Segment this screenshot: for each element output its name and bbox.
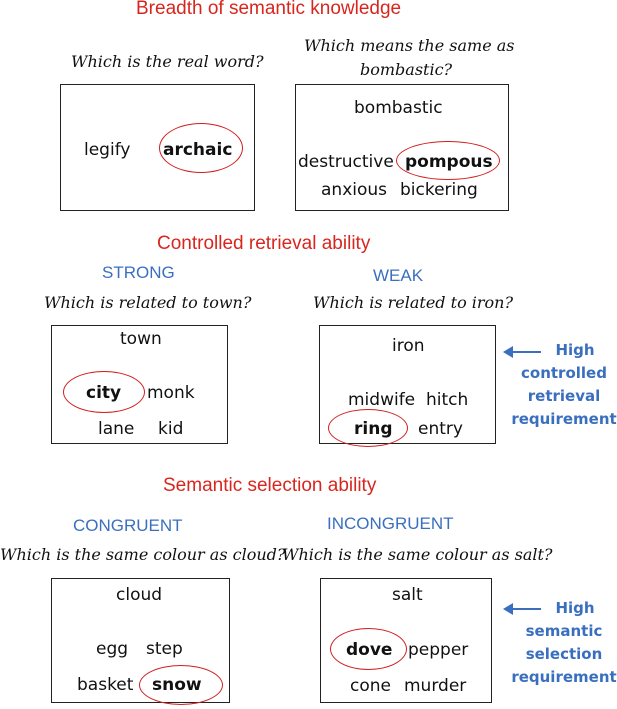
trial-box-weak: iron midwife hitch ring entry: [319, 325, 496, 447]
answer-circle: [63, 371, 145, 413]
word-option: legify: [84, 140, 131, 160]
note-semantic-selection: High semantic selection requirement: [508, 597, 617, 689]
word-option: lane: [98, 419, 135, 439]
condition-label-weak: WEAK: [373, 266, 424, 285]
word-option: basket: [77, 675, 134, 695]
word-option: step: [146, 639, 183, 659]
answer-circle: [328, 409, 408, 447]
section-title-controlled: Controlled retrieval ability: [157, 233, 371, 254]
note-line: requirement: [511, 410, 617, 428]
word-option: entry: [418, 419, 463, 439]
answer-circle: [330, 628, 407, 670]
trial-box-incongruent: salt dove pepper cone murder: [320, 578, 492, 703]
question-same-meaning-line1: Which means the same as: [304, 36, 515, 55]
question-related-town: Which is related to town?: [44, 293, 252, 312]
probe-word: town: [120, 329, 162, 349]
section-title-breadth: Breadth of semantic knowledge: [136, 0, 402, 19]
note-line: High: [555, 599, 595, 617]
section-title-selection: Semantic selection ability: [163, 475, 377, 496]
note-line: High: [555, 341, 595, 359]
note-line: selection: [525, 645, 603, 663]
note-line: retrieval: [527, 387, 601, 405]
word-option: anxious: [321, 180, 388, 200]
condition-label-strong: STRONG: [102, 263, 175, 282]
trial-box-strong: town city monk lane kid: [51, 325, 228, 444]
word-option: cone: [350, 676, 391, 696]
note-line: requirement: [511, 668, 617, 686]
question-same-meaning-line2: bombastic?: [360, 60, 453, 79]
condition-label-incongruent: INCONGRUENT: [327, 514, 454, 533]
trial-box-real-word: legify archaic: [60, 84, 255, 211]
word-option: murder: [404, 676, 467, 696]
word-option: destructive: [298, 152, 394, 172]
note-controlled-retrieval: High controlled retrieval requirement: [508, 339, 617, 431]
note-line: semantic: [525, 622, 603, 640]
word-option: kid: [158, 419, 184, 439]
question-colour-salt: Which is the same colour as salt?: [282, 545, 553, 564]
answer-circle: [139, 665, 223, 705]
trial-box-same-meaning: bombastic destructive pompous anxious bi…: [295, 84, 509, 211]
probe-word: bombastic: [354, 98, 443, 118]
probe-word: cloud: [116, 585, 163, 605]
probe-word: salt: [392, 585, 423, 605]
probe-word: iron: [392, 336, 425, 356]
question-colour-cloud: Which is the same colour as cloud?: [0, 545, 286, 564]
answer-circle: [159, 123, 243, 173]
trial-box-congruent: cloud egg step basket snow: [51, 578, 230, 705]
question-real-word: Which is the real word?: [71, 52, 264, 71]
note-line: controlled: [521, 364, 607, 382]
word-option: monk: [147, 383, 195, 403]
condition-label-congruent: CONGRUENT: [73, 516, 183, 535]
question-related-iron: Which is related to iron?: [313, 293, 514, 312]
word-option: egg: [96, 639, 129, 659]
word-option: midwife: [348, 390, 416, 410]
word-option: bickering: [400, 180, 478, 200]
word-option: hitch: [426, 390, 469, 410]
answer-circle: [396, 141, 500, 180]
word-option: pepper: [408, 640, 469, 660]
